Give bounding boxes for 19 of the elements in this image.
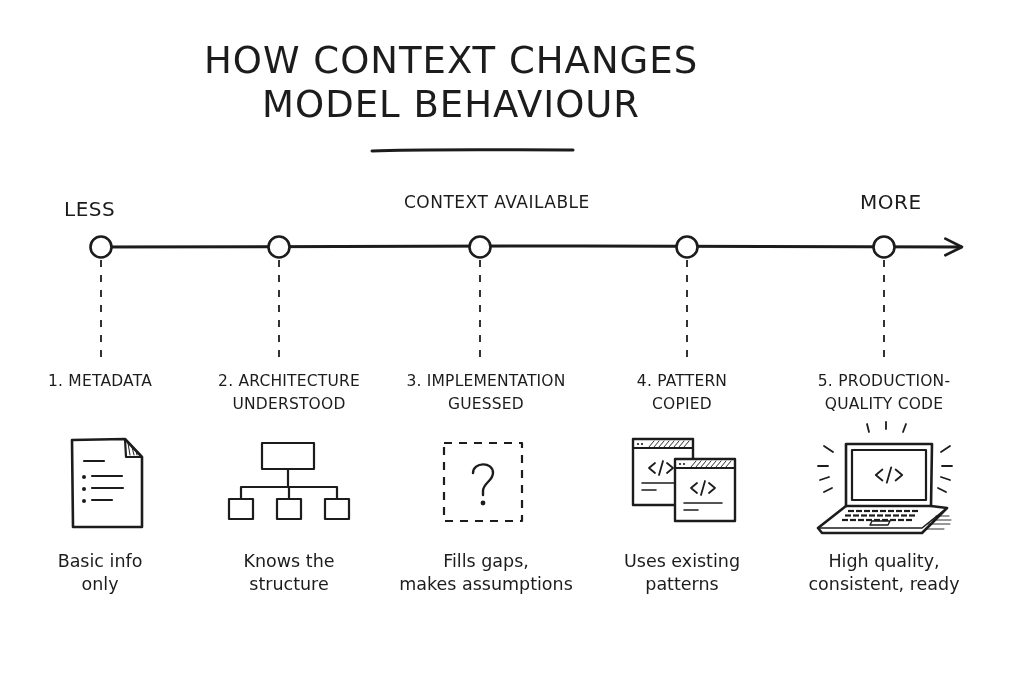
step-heading: 1. METADATA xyxy=(48,371,152,392)
step-heading: 3. IMPLEMENTATION GUESSED xyxy=(406,371,566,415)
timeline-circle xyxy=(88,234,114,260)
step-description: Fills gaps, makes assumptions xyxy=(399,550,573,596)
step-description: High quality, consistent, ready xyxy=(808,550,960,596)
step-description: Basic info only xyxy=(57,550,143,596)
timeline-circle xyxy=(871,234,897,260)
step-description: Uses existing patterns xyxy=(623,550,741,596)
axis-label: CONTEXT AVAILABLE xyxy=(404,192,590,212)
timeline-circle xyxy=(674,234,700,260)
axis-label: LESS xyxy=(64,197,116,221)
step-heading: 4. PATTERN COPIED xyxy=(636,371,728,415)
timeline-circle xyxy=(467,234,493,260)
step-description: Knows the structure xyxy=(243,550,335,596)
title: HOW CONTEXT CHANGES MODEL BEHAVIOUR xyxy=(204,39,699,127)
step-heading: 5. PRODUCTION-QUALITY CODE xyxy=(817,371,951,415)
axis-label: MORE xyxy=(860,190,922,214)
timeline-circle xyxy=(266,234,292,260)
step-heading: 2. ARCHITECTURE UNDERSTOOD xyxy=(218,371,360,415)
